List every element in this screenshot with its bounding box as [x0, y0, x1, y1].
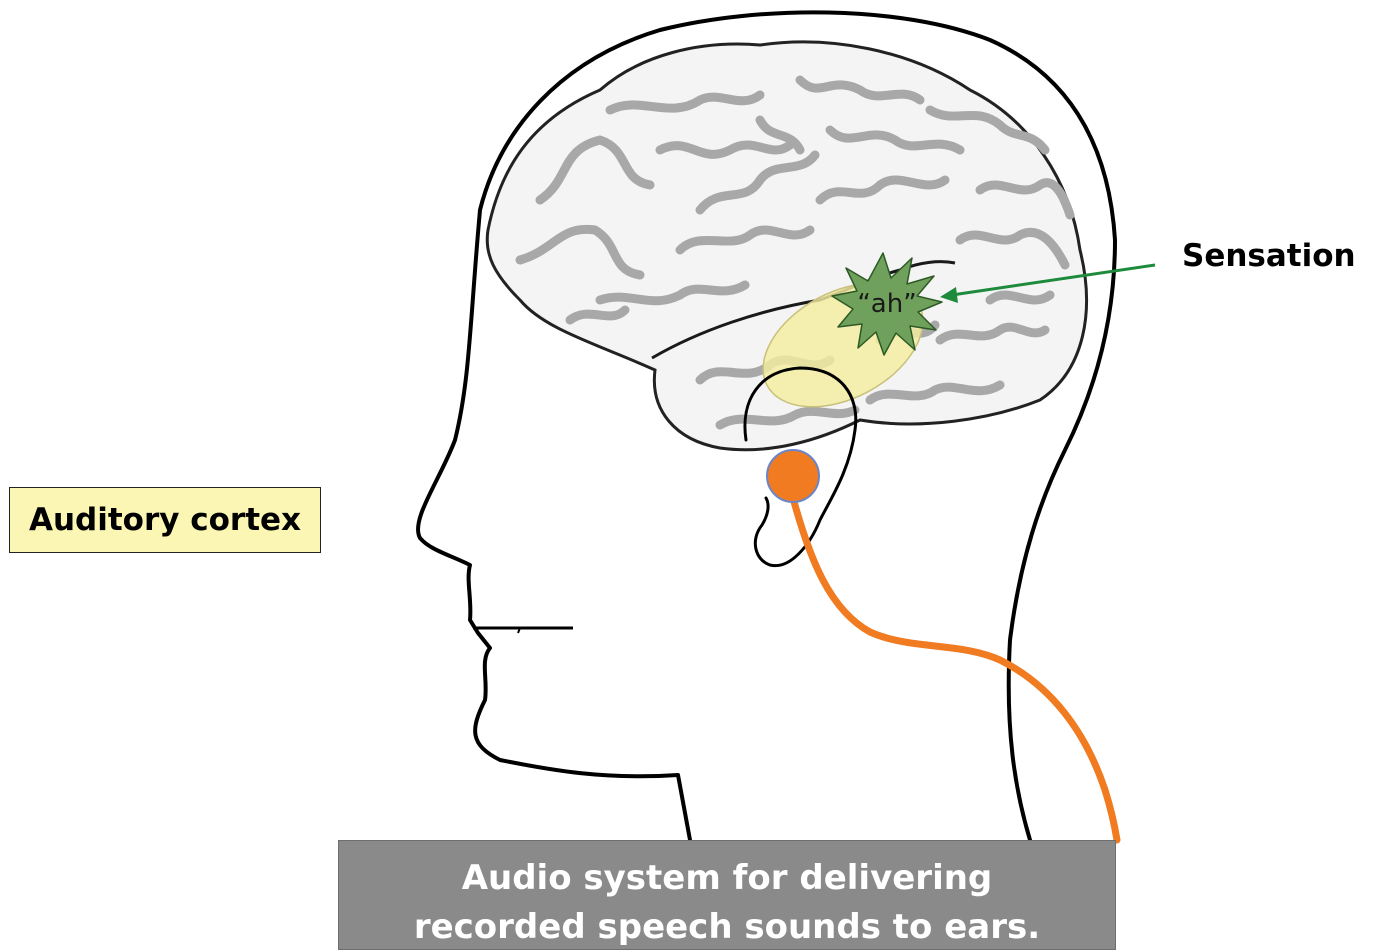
earphone-cable [793, 498, 1117, 840]
sensation-label: Sensation [1182, 238, 1356, 274]
auditory-cortex-label: Auditory cortex [9, 487, 321, 553]
earphone-icon [767, 450, 819, 502]
sound-label: “ah” [857, 289, 916, 319]
audio-system-line-2: recorded speech sounds to ears. [339, 903, 1115, 952]
audio-system-box: Audio system for delivering recorded spe… [338, 840, 1116, 950]
audio-system-line-1: Audio system for delivering [339, 854, 1115, 903]
